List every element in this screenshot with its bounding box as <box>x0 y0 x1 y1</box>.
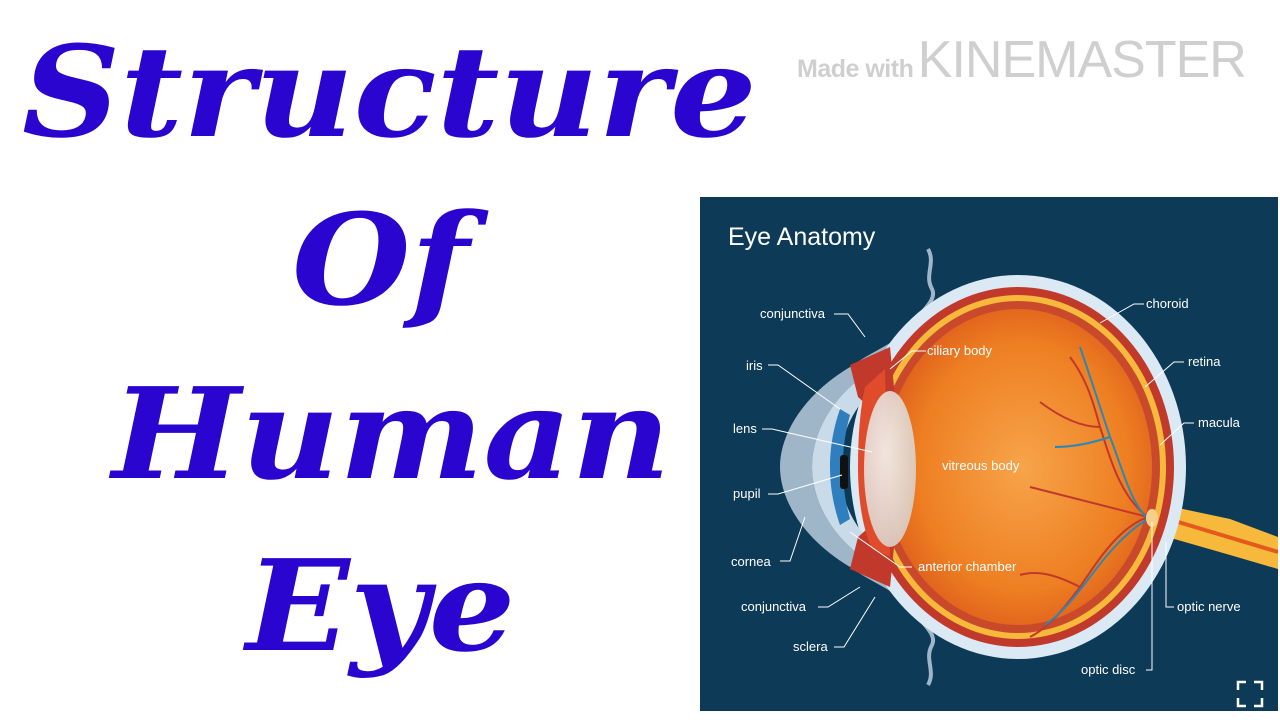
leader-conjunctiva-top <box>834 313 866 338</box>
label-lens: lens <box>733 421 757 436</box>
title-line-eye: Eye <box>246 532 516 680</box>
retinal-veins <box>1044 346 1149 626</box>
vitreous-body <box>884 309 1152 625</box>
label-optic-nerve: optic nerve <box>1177 599 1241 614</box>
cornea <box>780 367 862 567</box>
label-choroid: choroid <box>1146 296 1189 311</box>
optic-disc <box>1146 509 1158 527</box>
leader-optic-disc <box>1146 522 1153 671</box>
label-conjunctiva-top: conjunctiva <box>760 306 826 321</box>
leader-pupil <box>768 474 843 495</box>
retinal-arteries <box>1019 356 1149 638</box>
kinemaster-watermark: Made with KINEMASTER <box>797 30 1247 90</box>
leader-iris <box>768 364 841 410</box>
fullscreen-expand-icon[interactable] <box>1236 680 1264 708</box>
panel-title: Eye Anatomy <box>728 223 876 251</box>
label-vitreous-body: vitreous body <box>942 458 1020 473</box>
label-anterior-chamber: anterior chamber <box>918 559 1017 574</box>
eye-anatomy-diagram: Eye Anatomy <box>728 223 1278 708</box>
lens <box>864 391 916 547</box>
leader-ciliary-body <box>889 350 926 370</box>
pupil <box>840 455 848 489</box>
label-retina: retina <box>1188 354 1221 369</box>
leader-macula <box>1159 422 1194 446</box>
leader-choroid <box>1099 303 1144 324</box>
leader-retina <box>1144 361 1184 388</box>
label-iris: iris <box>746 358 763 373</box>
watermark-brand: KINEMASTER <box>917 31 1247 89</box>
eye-anatomy-panel: Eye Anatomy <box>700 197 1278 711</box>
leader-anterior-chamber <box>849 531 912 568</box>
leader-conjunctiva-bottom <box>818 586 861 608</box>
leader-cornea <box>780 516 806 562</box>
anterior-chamber <box>812 377 875 557</box>
watermark-made-with: Made with <box>797 55 914 83</box>
label-conjunctiva-bottom: conjunctiva <box>741 599 807 614</box>
title-line-of: Of <box>292 186 470 334</box>
title-line-structure: Structure <box>22 18 757 166</box>
leader-lens <box>762 428 873 453</box>
leader-optic-nerve <box>1165 542 1174 608</box>
label-pupil: pupil <box>733 486 761 501</box>
label-macula: macula <box>1198 415 1241 430</box>
optic-nerve <box>1150 502 1278 569</box>
label-ciliary-body: ciliary body <box>927 343 993 358</box>
label-sclera: sclera <box>793 639 828 654</box>
label-cornea: cornea <box>731 554 772 569</box>
title-line-human: Human <box>112 360 671 508</box>
leader-sclera <box>834 596 876 648</box>
label-optic-disc: optic disc <box>1081 662 1136 677</box>
